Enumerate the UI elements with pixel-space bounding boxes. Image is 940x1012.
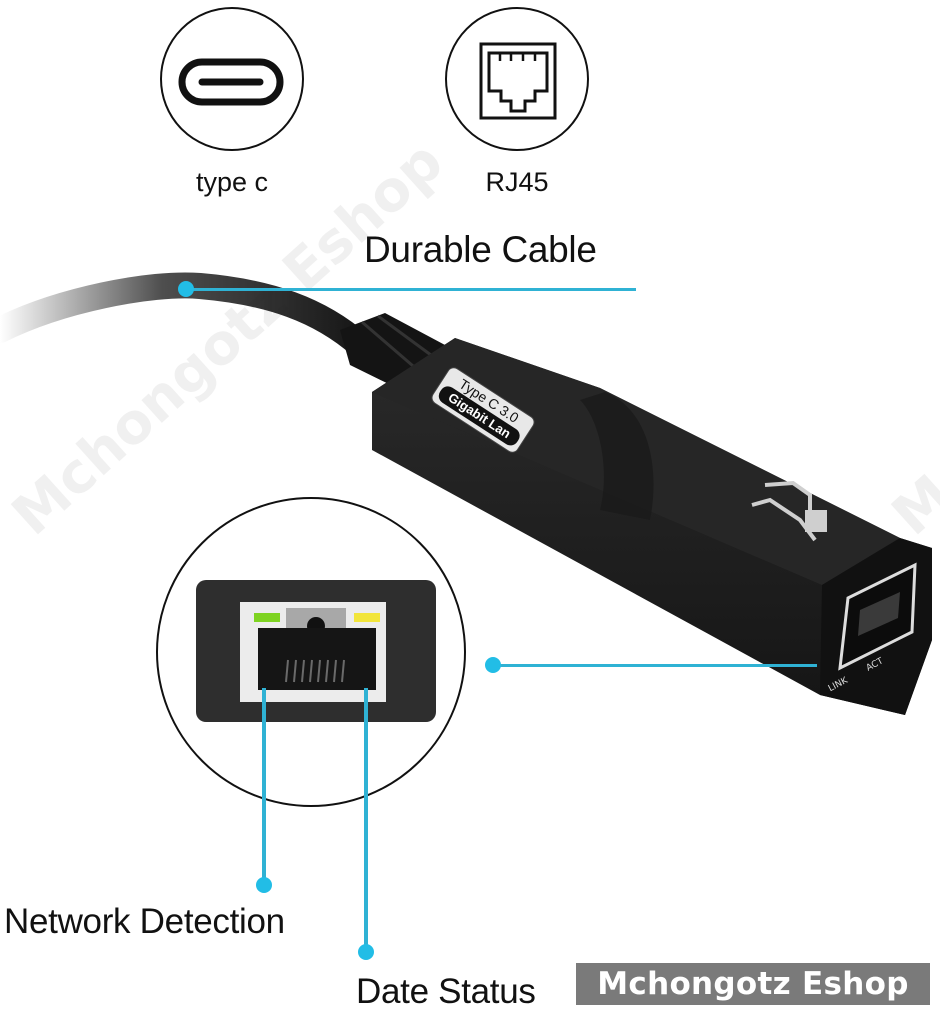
callout-dot-port: [485, 657, 501, 673]
callout-dot-data-status: [358, 944, 374, 960]
callout-line-data-status: [364, 688, 368, 950]
usb-type-c-icon: [178, 58, 284, 106]
led-act-indicator: [354, 613, 380, 622]
callout-line-cable: [186, 288, 636, 291]
brand-badge: Mchongotz Eshop: [576, 963, 930, 1005]
callout-dot-cable: [178, 281, 194, 297]
rj45-port-icon: [479, 42, 557, 120]
rj45-label: RJ45: [485, 167, 549, 197]
type-c-label: type c: [195, 167, 269, 197]
usb-type-c-icon-circle: [160, 7, 304, 151]
feature-label-cable: Durable Cable: [364, 229, 597, 270]
callout-line-network-detection: [262, 688, 266, 883]
network-icon: [751, 480, 827, 542]
callout-line-port: [492, 664, 817, 667]
rj45-port-detail-image: [196, 580, 436, 722]
callout-dot-network-detection: [256, 877, 272, 893]
feature-label-network-detection: Network Detection: [4, 902, 285, 941]
rj45-port-icon-circle: [445, 7, 589, 151]
feature-label-data-status: Date Status: [356, 972, 536, 1011]
led-link-indicator: [254, 613, 280, 622]
